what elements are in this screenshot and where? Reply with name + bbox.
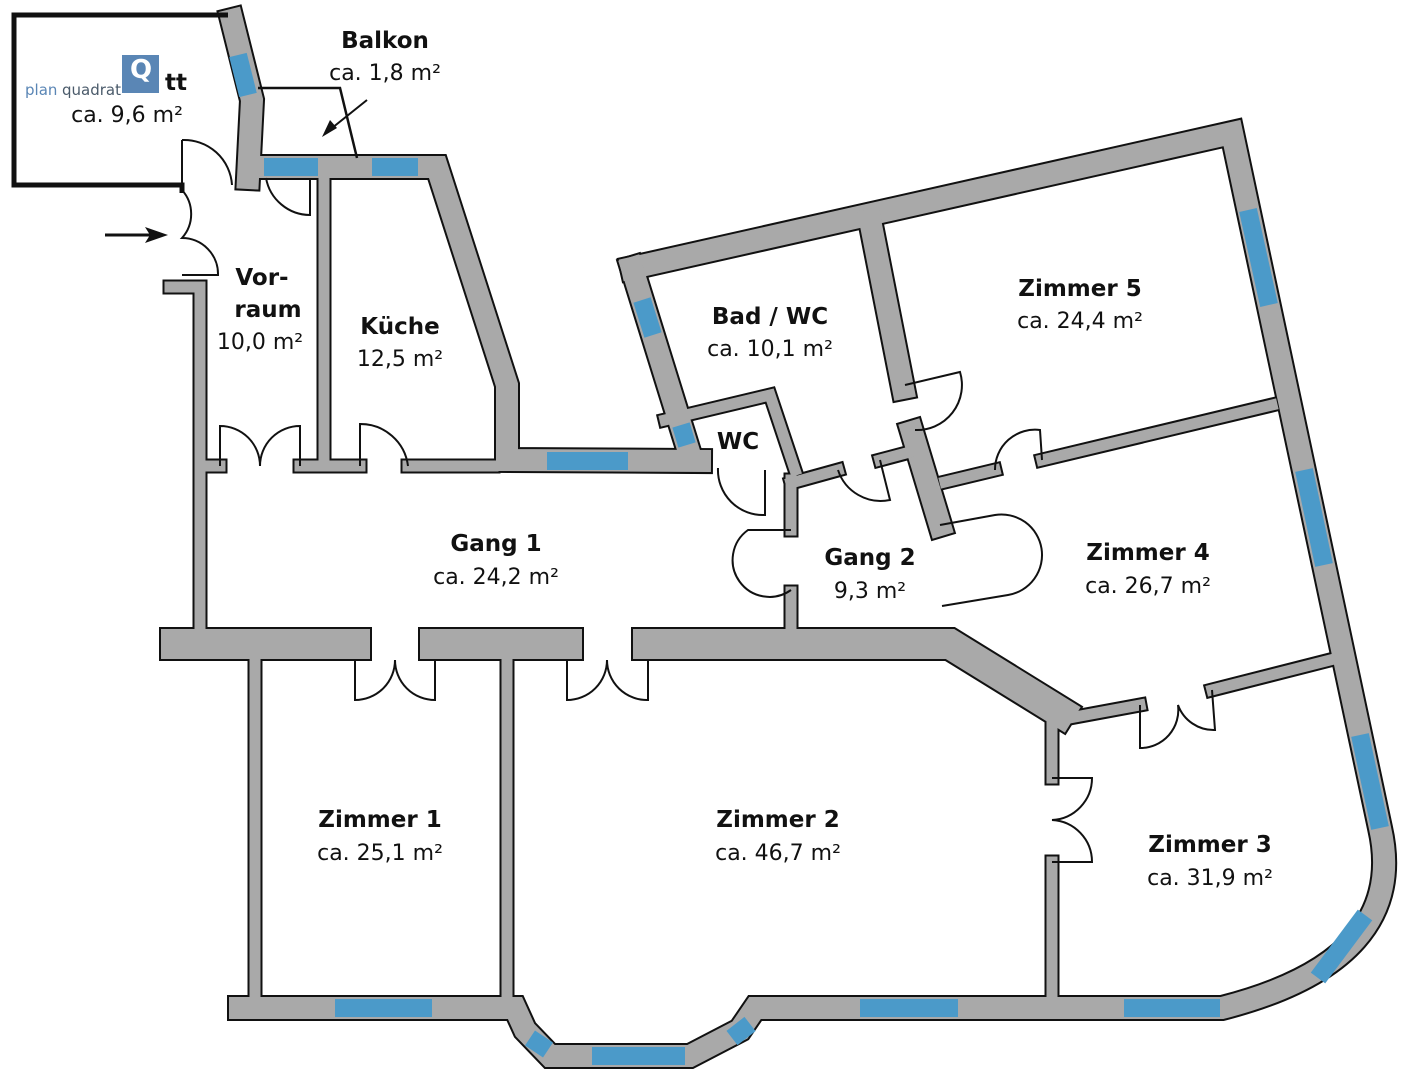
svg-text:plan: plan bbox=[25, 81, 57, 99]
entrance-arrow-icon bbox=[105, 227, 168, 243]
room-area-zimmer2: ca. 46,7 m² bbox=[715, 841, 841, 866]
room-name-gang2: Gang 2 bbox=[824, 545, 915, 571]
room-name-bad: Bad / WC bbox=[712, 304, 828, 330]
room-name-vorraum-2: raum bbox=[234, 297, 301, 323]
walls bbox=[170, 20, 1384, 1056]
room-name-zimmer1: Zimmer 1 bbox=[318, 807, 441, 833]
room-name-zimmer5: Zimmer 5 bbox=[1018, 276, 1141, 302]
room-name-kueche: Küche bbox=[360, 314, 439, 340]
svg-text:quadrat: quadrat bbox=[62, 81, 121, 99]
room-name-kabinett: tt bbox=[165, 70, 187, 96]
svg-text:Q: Q bbox=[130, 55, 152, 85]
room-labels: Balkon ca. 1,8 m² tt ca. 9,6 m² Vor- rau… bbox=[71, 28, 1273, 891]
room-name-wc: WC bbox=[717, 429, 759, 455]
room-area-zimmer4: ca. 26,7 m² bbox=[1085, 574, 1211, 599]
windows bbox=[229, 52, 1389, 1065]
room-name-gang1: Gang 1 bbox=[450, 531, 541, 557]
room-area-gang2: 9,3 m² bbox=[834, 579, 906, 604]
room-area-bad: ca. 10,1 m² bbox=[707, 337, 833, 362]
room-area-zimmer5: ca. 24,4 m² bbox=[1017, 309, 1143, 334]
balkon-arrow-icon bbox=[322, 99, 368, 137]
doors bbox=[179, 138, 1217, 863]
room-name-vorraum-1: Vor- bbox=[235, 265, 288, 291]
room-area-vorraum: 10,0 m² bbox=[217, 330, 303, 355]
room-name-zimmer2: Zimmer 2 bbox=[716, 807, 839, 833]
room-area-zimmer3: ca. 31,9 m² bbox=[1147, 866, 1273, 891]
room-name-balkon: Balkon bbox=[341, 28, 429, 54]
planquadrat-logo: plan quadrat Q bbox=[20, 50, 159, 100]
room-area-kabinett: ca. 9,6 m² bbox=[71, 103, 183, 128]
room-area-gang1: ca. 24,2 m² bbox=[433, 565, 559, 590]
room-name-zimmer3: Zimmer 3 bbox=[1148, 832, 1271, 858]
room-area-balkon: ca. 1,8 m² bbox=[329, 61, 441, 86]
room-area-zimmer1: ca. 25,1 m² bbox=[317, 841, 443, 866]
kabinett-wall bbox=[11, 12, 228, 193]
room-area-kueche: 12,5 m² bbox=[357, 347, 443, 372]
room-name-zimmer4: Zimmer 4 bbox=[1086, 540, 1209, 566]
balkon-outline bbox=[258, 86, 359, 159]
